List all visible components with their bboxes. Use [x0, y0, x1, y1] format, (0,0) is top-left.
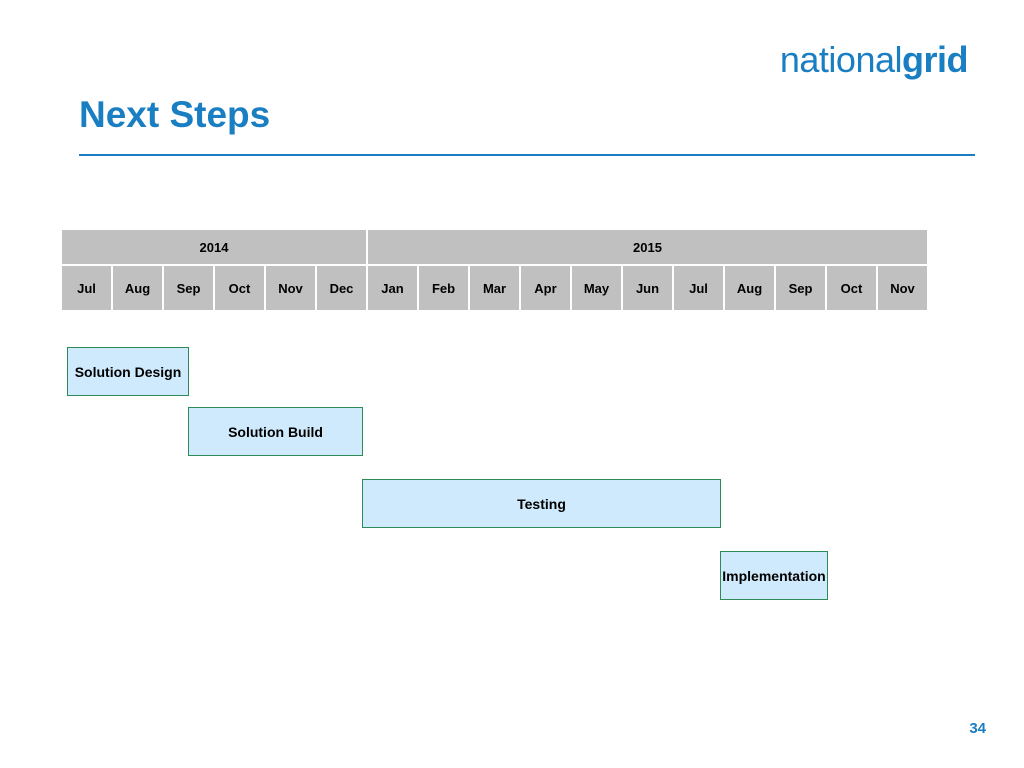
- task-implementation: Implementation: [720, 551, 828, 600]
- month-cell: Mar: [470, 266, 521, 310]
- month-cell: Aug: [113, 266, 164, 310]
- month-cell: Jan: [368, 266, 419, 310]
- month-cell: Feb: [419, 266, 470, 310]
- month-cell: Sep: [164, 266, 215, 310]
- month-cell: Oct: [215, 266, 266, 310]
- month-cell: Oct: [827, 266, 878, 310]
- month-cell: Dec: [317, 266, 368, 310]
- logo-text-grid: grid: [902, 39, 969, 80]
- year-row: 2014 2015: [62, 230, 929, 264]
- year-cell-2014: 2014: [62, 230, 368, 264]
- task-solution-build: Solution Build: [188, 407, 363, 456]
- month-cell: Apr: [521, 266, 572, 310]
- month-cell: Jun: [623, 266, 674, 310]
- nationalgrid-logo: nationalgrid: [779, 38, 969, 82]
- year-cell-2015: 2015: [368, 230, 929, 264]
- logo-text-national: national: [779, 39, 903, 80]
- month-cell: Jul: [62, 266, 113, 310]
- title-divider: [79, 154, 975, 156]
- page-number: 34: [969, 720, 986, 737]
- task-solution-design: Solution Design: [67, 347, 189, 396]
- month-cell: Jul: [674, 266, 725, 310]
- task-testing: Testing: [362, 479, 721, 528]
- month-cell: Nov: [266, 266, 317, 310]
- month-cell: Nov: [878, 266, 929, 310]
- month-cell: Aug: [725, 266, 776, 310]
- page-title: Next Steps: [79, 94, 271, 135]
- month-cell: May: [572, 266, 623, 310]
- month-cell: Sep: [776, 266, 827, 310]
